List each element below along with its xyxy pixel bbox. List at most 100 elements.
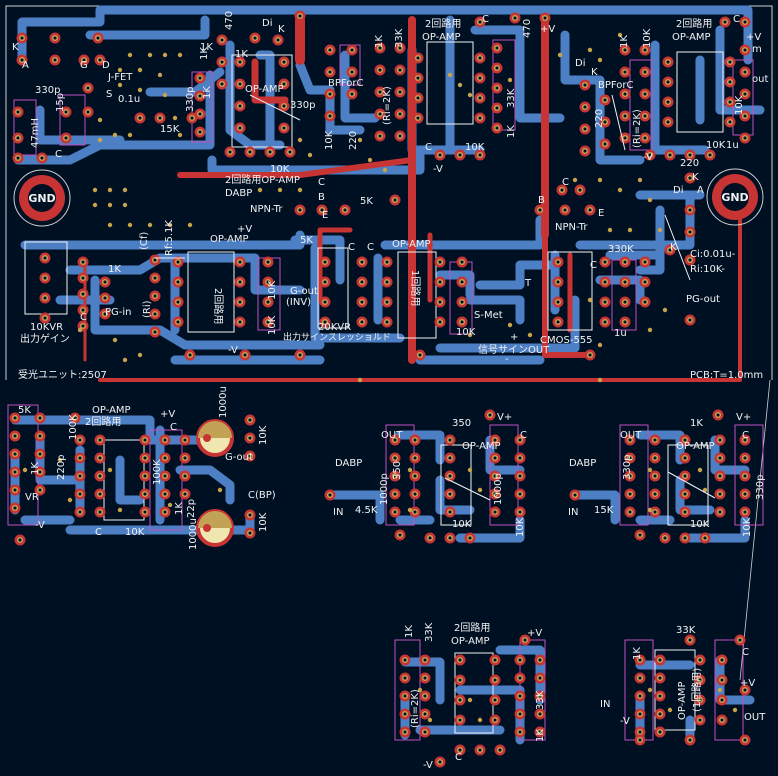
bl-r7: 1K — [174, 502, 185, 515]
pad-hole — [668, 248, 672, 252]
br-c: C — [742, 647, 749, 658]
pad-hole — [458, 698, 462, 702]
pad-hole — [53, 58, 57, 62]
pg-in-rf: Rf:5.1K — [164, 220, 175, 256]
via — [447, 72, 453, 78]
via — [467, 332, 473, 338]
pad-hole — [413, 510, 417, 514]
op1-ch: 1回路用 — [409, 270, 422, 306]
dabp-left-c2: 1000p — [493, 473, 504, 505]
pad-hole — [698, 698, 702, 702]
pad-hole — [266, 320, 270, 324]
pad-hole — [638, 738, 642, 742]
pad-hole — [628, 474, 632, 478]
via — [637, 177, 643, 183]
bm-plus-v: +V — [527, 628, 542, 639]
pad-hole — [718, 510, 722, 514]
pad-hole — [98, 510, 102, 514]
pad-hole — [86, 86, 90, 90]
cmos555-minus: - — [505, 354, 509, 365]
cmos555-label: CMOS-555 — [540, 335, 593, 346]
pad-hole — [183, 492, 187, 496]
pad-hole — [438, 280, 442, 284]
pad-hole — [16, 156, 20, 160]
pad-hole — [495, 66, 499, 70]
gnd-label: GND — [28, 192, 55, 205]
pad-hole — [78, 456, 82, 460]
pad-hole — [718, 474, 722, 478]
pad-hole — [328, 493, 332, 497]
pad-hole — [720, 658, 724, 662]
pad-hole — [708, 153, 712, 157]
pad-hole — [623, 92, 627, 96]
pad-hole — [385, 320, 389, 324]
pad-hole — [438, 153, 442, 157]
pad-hole — [416, 96, 420, 100]
pad-hole — [323, 300, 327, 304]
via — [117, 67, 123, 73]
pad-hole — [658, 694, 662, 698]
jfet-c2: 0.1u — [118, 94, 140, 105]
electrolytic-capacitor-2[interactable] — [196, 509, 234, 547]
right-diode-pgout: PG-out — [686, 294, 720, 305]
pad-hole — [360, 280, 364, 284]
pad-hole — [163, 456, 167, 460]
pad-hole — [638, 730, 642, 734]
via — [97, 117, 103, 123]
pad-hole — [518, 474, 522, 478]
pg-in-cf: (Cf) — [139, 232, 150, 250]
via — [122, 357, 128, 363]
bl-r3: 10K — [258, 425, 269, 445]
pad-hole — [143, 492, 147, 496]
bl-minus-v: -V — [35, 520, 45, 531]
via — [107, 187, 113, 193]
right-bpf-minus-v: -V — [643, 152, 653, 163]
pad-hole — [688, 738, 692, 742]
pad-hole — [478, 20, 482, 24]
pad-hole — [623, 260, 627, 264]
dabp-left-c1: 1000p — [379, 473, 390, 505]
dabp-left-r4: 10K — [452, 519, 472, 530]
dabp-right-vplus: V+ — [736, 412, 751, 423]
bm-r4: 33K — [535, 690, 546, 710]
pad-hole — [643, 48, 647, 52]
pad-hole — [628, 492, 632, 496]
op1-label: OP-AMP — [392, 239, 431, 250]
npn-right-c: C — [562, 177, 569, 188]
pad-hole — [163, 492, 167, 496]
gnd-mounting-hole-right[interactable]: GND — [706, 168, 764, 226]
electrolytic-capacitor-1[interactable] — [196, 419, 234, 457]
pad-hole — [18, 538, 22, 542]
bpf-left-di: Di — [262, 18, 272, 29]
pg-in-label: PG-in — [105, 307, 132, 318]
pad-hole — [493, 658, 497, 662]
pad-hole — [82, 58, 86, 62]
pad-hole — [393, 492, 397, 496]
pad-hole — [103, 312, 107, 316]
pad-hole — [518, 438, 522, 442]
via — [572, 177, 578, 183]
via — [57, 457, 63, 463]
bl-c2: 220p — [56, 455, 67, 480]
via — [92, 202, 98, 208]
gnd-mounting-hole-left[interactable]: GND — [13, 169, 71, 227]
pad-hole — [20, 36, 24, 40]
pad-hole — [658, 658, 662, 662]
via — [587, 297, 593, 303]
pad-hole — [683, 456, 687, 460]
pad-hole — [728, 80, 732, 84]
pad-hole — [653, 474, 657, 478]
vr20k-label: 20KVR — [318, 322, 351, 333]
pad-hole — [658, 712, 662, 716]
pad-hole — [458, 748, 462, 752]
pad-hole — [718, 492, 722, 496]
g-out-c: C — [348, 242, 355, 253]
right-bpf-k: K — [591, 67, 598, 78]
via — [307, 152, 313, 158]
pad-hole — [638, 658, 642, 662]
pad-hole — [643, 114, 647, 118]
pad-hole — [653, 438, 657, 442]
pad-hole — [556, 260, 560, 264]
pad-hole — [573, 493, 577, 497]
